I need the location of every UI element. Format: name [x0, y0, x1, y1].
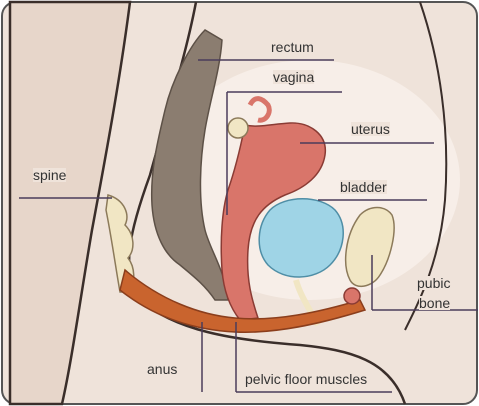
bladder-shape	[259, 199, 343, 277]
rectum-label: rectum	[271, 40, 314, 54]
pubic-bone-label-line2: bone	[419, 296, 450, 310]
clitoris-shape	[344, 288, 360, 304]
pubic-bone-label-line1: pubic	[417, 276, 450, 290]
vagina-label: vagina	[273, 70, 314, 84]
anus-label: anus	[147, 362, 177, 376]
ovary	[228, 118, 248, 138]
uterus-label: uterus	[351, 122, 390, 136]
bladder-label: bladder	[340, 180, 387, 194]
spine-label: spine	[33, 168, 66, 182]
pelvic-floor-muscles-label: pelvic floor muscles	[245, 372, 367, 386]
